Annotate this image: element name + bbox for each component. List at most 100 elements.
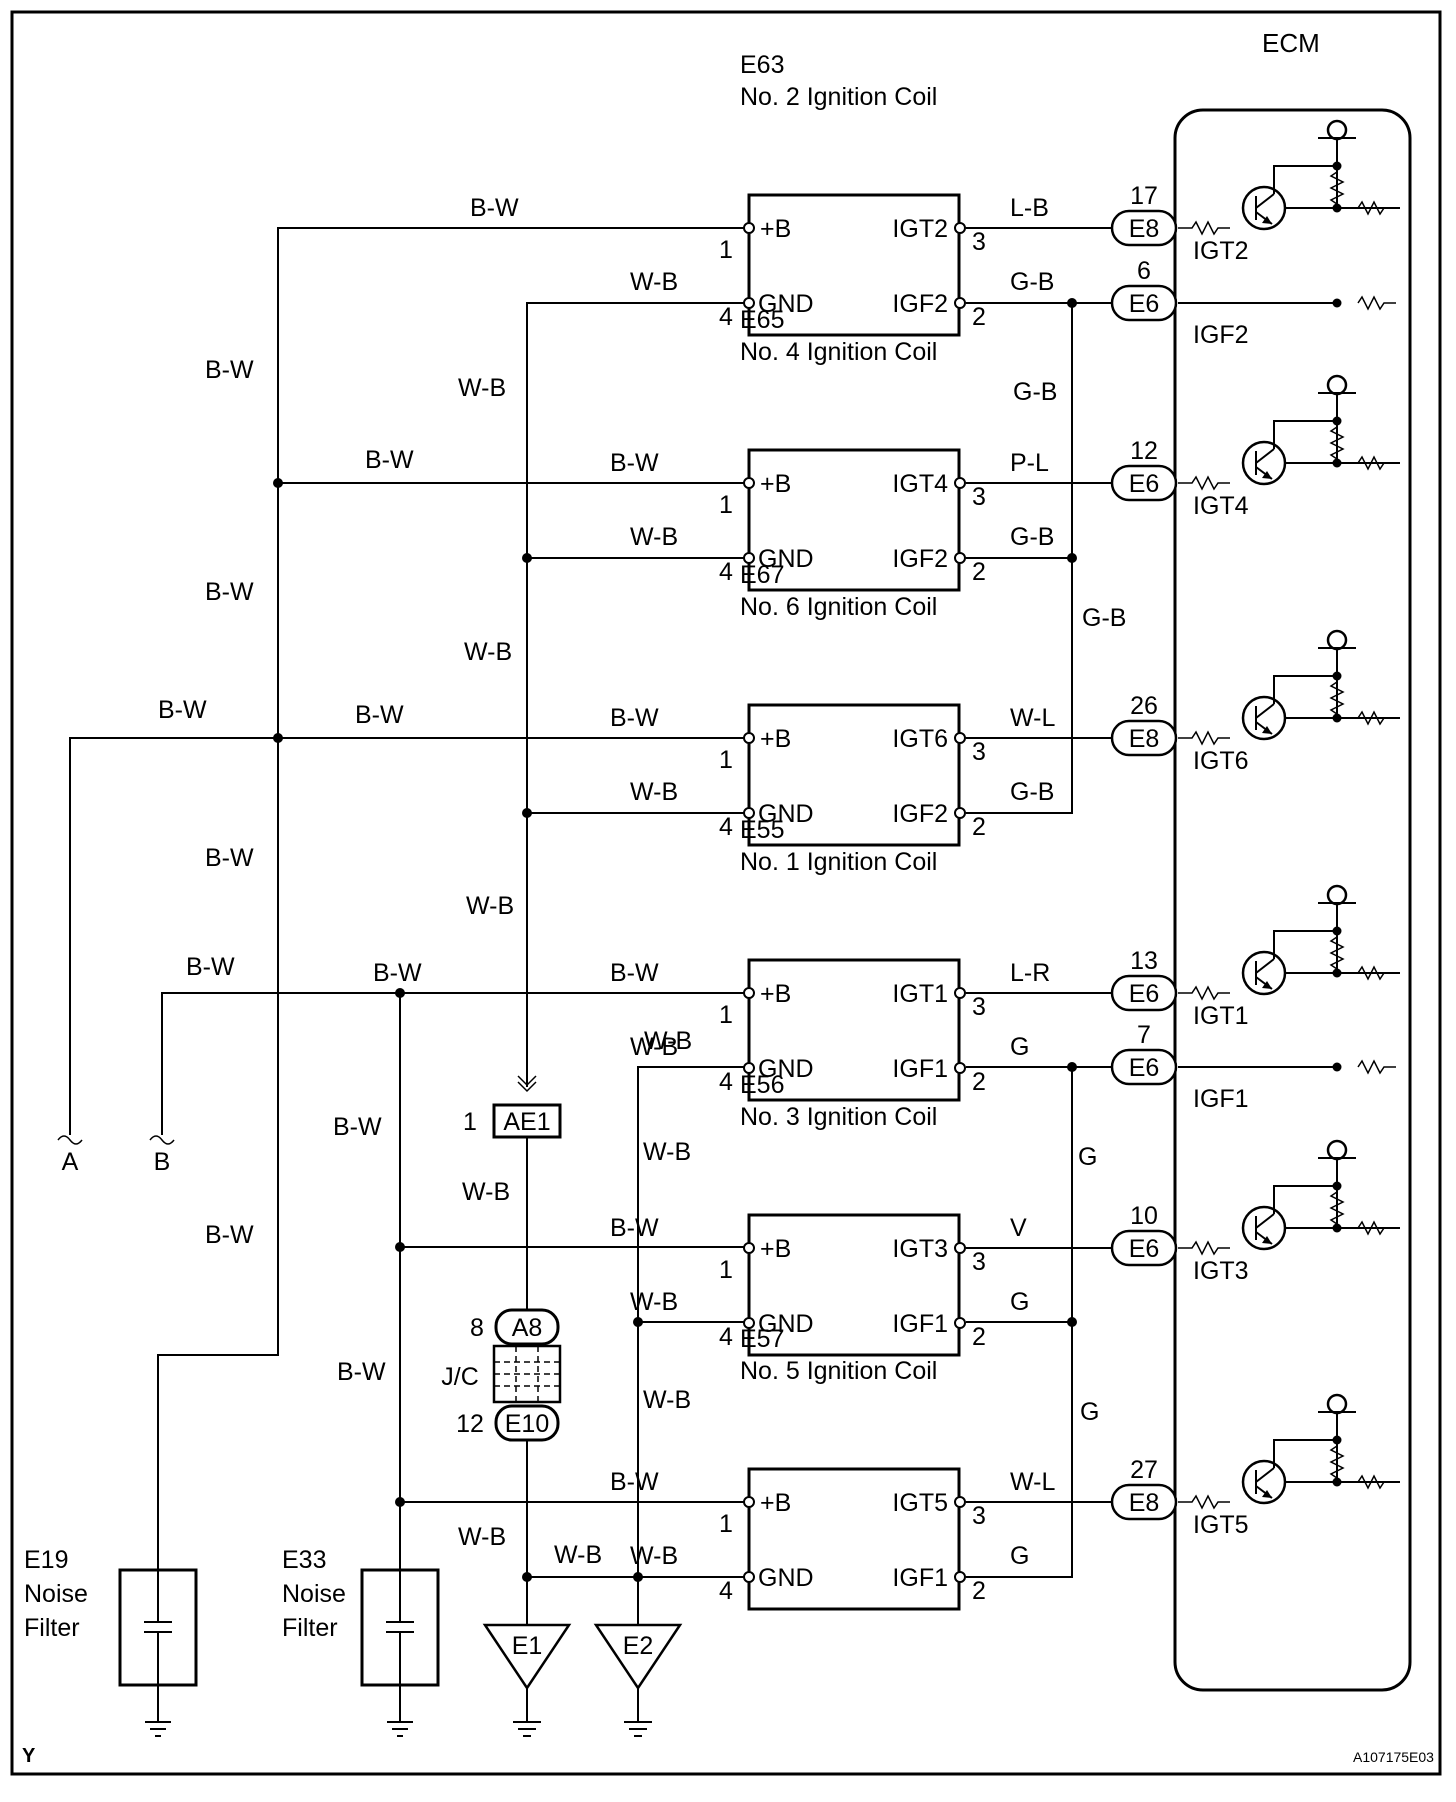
coil-name: No. 3 Ignition Coil <box>740 1103 937 1131</box>
svg-text:B-W: B-W <box>470 194 519 222</box>
svg-text:B-W: B-W <box>355 701 404 729</box>
svg-text:Noise: Noise <box>282 1580 346 1608</box>
svg-text:AE1: AE1 <box>503 1108 550 1136</box>
wb-wire-label: W-B <box>630 268 678 296</box>
pin-2-number: 2 <box>972 1577 986 1605</box>
pin-3-number: 3 <box>972 993 986 1021</box>
wb-wire-label: W-B <box>630 778 678 806</box>
pin-1-number: 1 <box>719 491 733 519</box>
svg-text:B-W: B-W <box>205 578 254 606</box>
svg-text:A8: A8 <box>512 1314 543 1342</box>
svg-text:Filter: Filter <box>282 1614 338 1642</box>
pin-4-number: 4 <box>719 303 733 331</box>
ecm-igt-label: IGT3 <box>1193 1257 1249 1285</box>
wb-wire-label: W-B <box>630 1033 678 1061</box>
pin-gnd-label: GND <box>758 1564 814 1592</box>
pin-gnd-label: GND <box>758 1310 814 1338</box>
pin-igf-label: IGF1 <box>892 1055 948 1083</box>
svg-text:G-B: G-B <box>1013 378 1057 406</box>
connector-code: E6 <box>1129 290 1160 318</box>
igf-wire-label: G <box>1010 1542 1029 1570</box>
igf-junction-dots <box>1067 298 1077 1327</box>
ecm-igt-label: IGT2 <box>1193 237 1249 265</box>
ecm-igt-label: IGT6 <box>1193 747 1249 775</box>
pin-4-number: 4 <box>719 1068 733 1096</box>
pin-b-label: +B <box>760 1235 791 1263</box>
pin-b-label: +B <box>760 215 791 243</box>
igt-wire-label: V <box>1010 1214 1027 1242</box>
pin-3-number: 3 <box>972 228 986 256</box>
svg-text:B-W: B-W <box>373 959 422 987</box>
svg-text:B-W: B-W <box>205 1221 254 1249</box>
svg-text:8: 8 <box>470 1314 484 1342</box>
connector-pin-number: 27 <box>1130 1456 1158 1484</box>
svg-text:B-W: B-W <box>158 696 207 724</box>
svg-text:W-B: W-B <box>464 638 512 666</box>
terminal-b: B <box>149 1135 175 1176</box>
connector-pin-number: 17 <box>1130 182 1158 210</box>
pin-igt-label: IGT4 <box>892 470 948 498</box>
svg-text:W-B: W-B <box>458 1523 506 1551</box>
svg-text:B-W: B-W <box>337 1358 386 1386</box>
pin-igt-label: IGT2 <box>892 215 948 243</box>
terminal-a: A <box>57 1135 83 1176</box>
igt-wire-label: L-B <box>1010 194 1049 222</box>
pin-igt-label: IGT5 <box>892 1489 948 1517</box>
connector-code: E8 <box>1129 1489 1160 1517</box>
svg-text:B-W: B-W <box>205 844 254 872</box>
pin-1-number: 1 <box>719 1510 733 1538</box>
pin-2-number: 2 <box>972 813 986 841</box>
ecm-box <box>1173 108 1412 1692</box>
bw-wire-label: B-W <box>610 959 659 987</box>
ecm-driver-5: IGT3 <box>1178 1139 1400 1285</box>
svg-text:J/C: J/C <box>441 1363 479 1391</box>
wb-junction-dots <box>522 553 643 1582</box>
pin-2-number: 2 <box>972 1068 986 1096</box>
igt-wire-label: W-L <box>1010 1468 1055 1496</box>
coil-name: No. 6 Ignition Coil <box>740 593 937 621</box>
connector-pin-number: 26 <box>1130 692 1158 720</box>
connector-pin-number: 13 <box>1130 947 1158 975</box>
ecm-driver-6: IGT5 <box>1178 1393 1400 1539</box>
connector-code: E6 <box>1129 1054 1160 1082</box>
pin-4-number: 4 <box>719 1323 733 1351</box>
svg-text:W-B: W-B <box>466 892 514 920</box>
noise-filter-e19: E19 Noise Filter <box>24 1546 198 1737</box>
coil-code: E55 <box>740 816 784 844</box>
coil-name: No. 2 Ignition Coil <box>740 83 937 111</box>
ecm-igf-label: IGF1 <box>1193 1085 1249 1113</box>
ecm-igf-label: IGF2 <box>1193 321 1249 349</box>
coil-name: No. 5 Ignition Coil <box>740 1357 937 1385</box>
igf-wire-label: G-B <box>1010 523 1054 551</box>
svg-text:W-B: W-B <box>643 1138 691 1166</box>
pin-4-number: 4 <box>719 558 733 586</box>
igf-wire-label: G <box>1010 1033 1029 1061</box>
diagram-frame <box>10 10 1442 1776</box>
svg-text:E33: E33 <box>282 1546 326 1574</box>
ecm-igt-label: IGT5 <box>1193 1511 1249 1539</box>
svg-text:B-W: B-W <box>205 356 254 384</box>
ae1-connector: AE1 1 <box>463 1075 562 1139</box>
bw-wire-label: B-W <box>610 1468 659 1496</box>
bw-junction-dots <box>273 478 405 1507</box>
igf-bus-wires <box>966 302 1335 1578</box>
coil-code: E67 <box>740 561 784 589</box>
pin-4-number: 4 <box>719 1577 733 1605</box>
bus-wire-labels: B-W B-W B-W B-W B-W B-W B-W B-W B-W B-W … <box>158 194 1126 1569</box>
ecm-driver-2: IGT4 <box>1178 374 1400 520</box>
connector-pin-number: 12 <box>1130 437 1158 465</box>
pin-igf-label: IGF1 <box>892 1310 948 1338</box>
igf-wire-label: G <box>1010 1288 1029 1316</box>
svg-text:W-B: W-B <box>458 374 506 402</box>
svg-text:W-B: W-B <box>462 1178 510 1206</box>
svg-text:A: A <box>62 1148 79 1176</box>
svg-text:E1: E1 <box>512 1632 543 1660</box>
svg-text:E19: E19 <box>24 1546 68 1574</box>
